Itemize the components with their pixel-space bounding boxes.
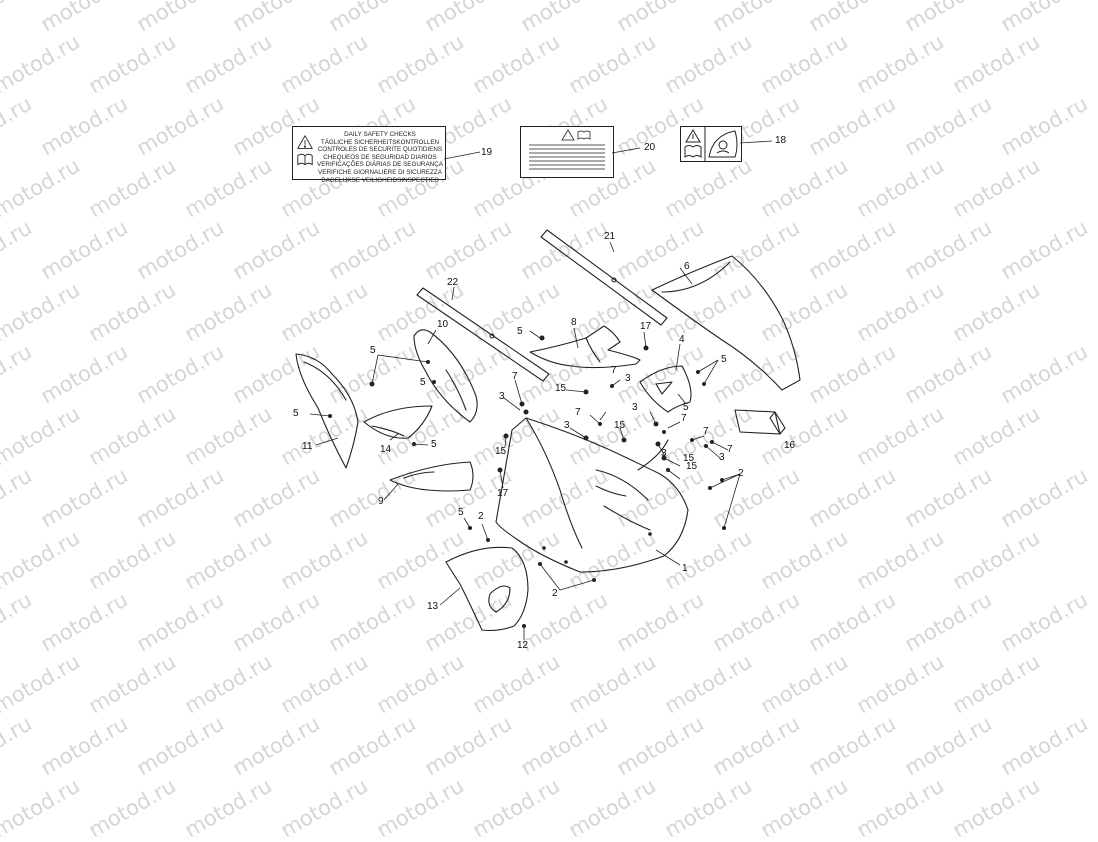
part-4-bracket bbox=[639, 365, 692, 413]
part-14-duct bbox=[363, 405, 433, 439]
callout-3: 3 bbox=[719, 452, 725, 463]
warning-book-icon bbox=[529, 129, 605, 170]
decal-19-line: CONTROLES DE SECURITE QUOTIDIENS bbox=[317, 146, 443, 154]
callout-10: 10 bbox=[437, 319, 449, 330]
part-10-panel bbox=[413, 329, 478, 423]
part-22-rod bbox=[416, 287, 550, 382]
callout-20: 20 bbox=[644, 142, 656, 153]
callout-3: 3 bbox=[661, 448, 667, 459]
decal-19-line: VERIFICHE GIORNALIERE DI SICUREZZA bbox=[318, 168, 442, 176]
callout-7: 7 bbox=[727, 444, 733, 455]
decal-18-icons bbox=[680, 126, 742, 162]
callout-13: 13 bbox=[427, 601, 439, 612]
callout-1: 1 bbox=[682, 563, 688, 574]
parts-drawing bbox=[295, 229, 801, 632]
callout-3: 3 bbox=[625, 373, 631, 384]
callout-5: 5 bbox=[293, 408, 299, 419]
part-8-bracket bbox=[529, 325, 641, 369]
decal-19-line: TÄGLICHE SICHERHEITSKONTROLLEN bbox=[320, 138, 440, 146]
callout-5: 5 bbox=[721, 354, 727, 365]
part-21-rod bbox=[540, 229, 668, 326]
part-1-main-fairing bbox=[495, 417, 689, 573]
callout-14: 14 bbox=[380, 444, 392, 455]
callout-6: 6 bbox=[684, 261, 690, 272]
callout-7: 7 bbox=[703, 426, 709, 437]
callout-8: 8 bbox=[571, 317, 577, 328]
callout-18: 18 bbox=[775, 135, 787, 146]
callout-17: 17 bbox=[497, 488, 509, 499]
part-11-side-panel bbox=[295, 353, 359, 469]
callout-7: 7 bbox=[575, 407, 581, 418]
callout-5: 5 bbox=[420, 377, 426, 388]
callout-5: 5 bbox=[431, 439, 437, 450]
callout-5: 5 bbox=[517, 326, 523, 337]
callout-22: 22 bbox=[447, 277, 459, 288]
decal-20-warning bbox=[520, 126, 614, 178]
decal-19-text: DAILY SAFETY CHECKS TÄGLICHE SICHERHEITS… bbox=[317, 131, 443, 184]
decal-19-line: CHEQUEOS DE SEGURIDAD DIARIOS bbox=[323, 153, 437, 161]
callout-17: 17 bbox=[640, 321, 652, 332]
callout-2: 2 bbox=[478, 511, 484, 522]
callout-7: 7 bbox=[512, 371, 518, 382]
callout-5: 5 bbox=[683, 402, 689, 413]
callout-15: 15 bbox=[686, 461, 698, 472]
callout-19: 19 bbox=[481, 147, 493, 158]
decal-19-line: VERIFICAÇÕES DIÁRIAS DE SEGURANÇA bbox=[317, 161, 443, 169]
callout-7: 7 bbox=[611, 365, 617, 376]
leader-lines bbox=[309, 140, 773, 640]
callout-4: 4 bbox=[679, 334, 685, 345]
part-9-duct bbox=[389, 461, 474, 492]
callout-2: 2 bbox=[552, 588, 558, 599]
callout-3: 3 bbox=[499, 391, 505, 402]
warning-manual-icon bbox=[684, 127, 738, 161]
decal-19-daily-safety: DAILY SAFETY CHECKS TÄGLICHE SICHERHEITS… bbox=[292, 126, 446, 184]
callout-3: 3 bbox=[632, 402, 638, 413]
part-16-strip bbox=[734, 409, 786, 435]
callout-7: 7 bbox=[681, 413, 687, 424]
callout-3: 3 bbox=[564, 420, 570, 431]
part-13-lower-panel bbox=[445, 546, 529, 632]
callout-5: 5 bbox=[458, 507, 464, 518]
decal-19-line: DAILY SAFETY CHECKS bbox=[344, 131, 416, 138]
fastener-dots bbox=[328, 335, 726, 628]
callout-21: 21 bbox=[604, 231, 616, 242]
callout-16: 16 bbox=[784, 440, 796, 451]
callout-15: 15 bbox=[614, 420, 626, 431]
callout-11: 11 bbox=[302, 441, 313, 452]
callout-15: 15 bbox=[683, 453, 695, 464]
part-6-windscreen bbox=[651, 255, 801, 391]
callout-2: 2 bbox=[738, 468, 744, 479]
callout-15: 15 bbox=[495, 446, 507, 457]
warning-book-icon bbox=[297, 134, 313, 166]
callout-12: 12 bbox=[517, 640, 529, 651]
callout-15: 15 bbox=[555, 383, 567, 394]
decal-19-line: DAGELIJKSE VEILIGHEIDSINSPECTIES bbox=[321, 176, 439, 184]
callout-5: 5 bbox=[370, 345, 376, 356]
callout-9: 9 bbox=[378, 496, 384, 507]
